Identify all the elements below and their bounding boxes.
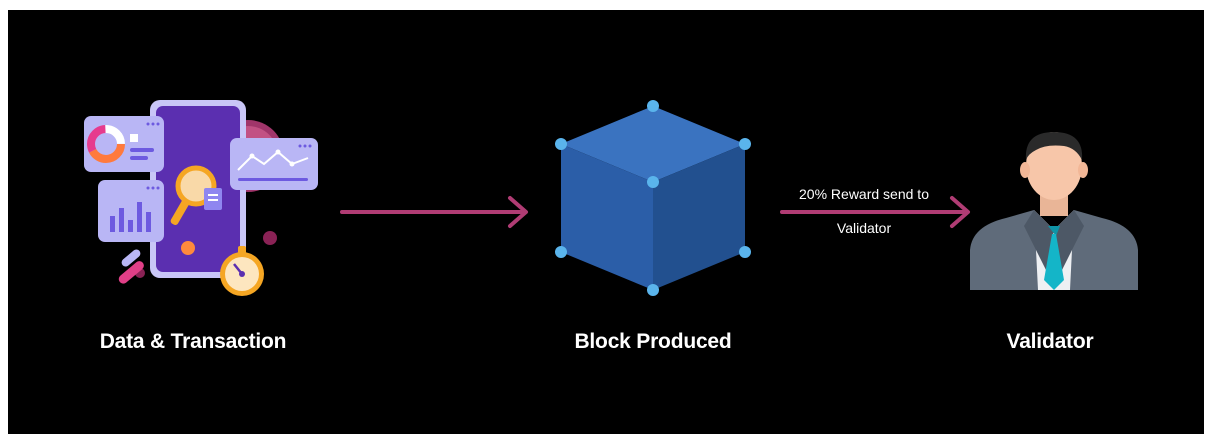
- node-label-validator: Validator: [1006, 330, 1094, 353]
- node-label-data-transaction: Data & Transaction: [99, 330, 287, 353]
- cube-icon: [555, 100, 751, 296]
- arrow-to-block: [340, 196, 528, 228]
- node-label-block-produced: Block Produced: [574, 330, 732, 353]
- businessman-icon: [970, 132, 1138, 290]
- analytics-phone-icon: [84, 100, 318, 296]
- edge-label-reward-line2: Validator: [836, 220, 892, 236]
- diagram-canvas: 20% Reward send to Validator Data & Tran…: [8, 10, 1204, 434]
- edge-label-reward-line1: 20% Reward send to: [799, 186, 929, 202]
- arrow-to-validator: [780, 196, 970, 228]
